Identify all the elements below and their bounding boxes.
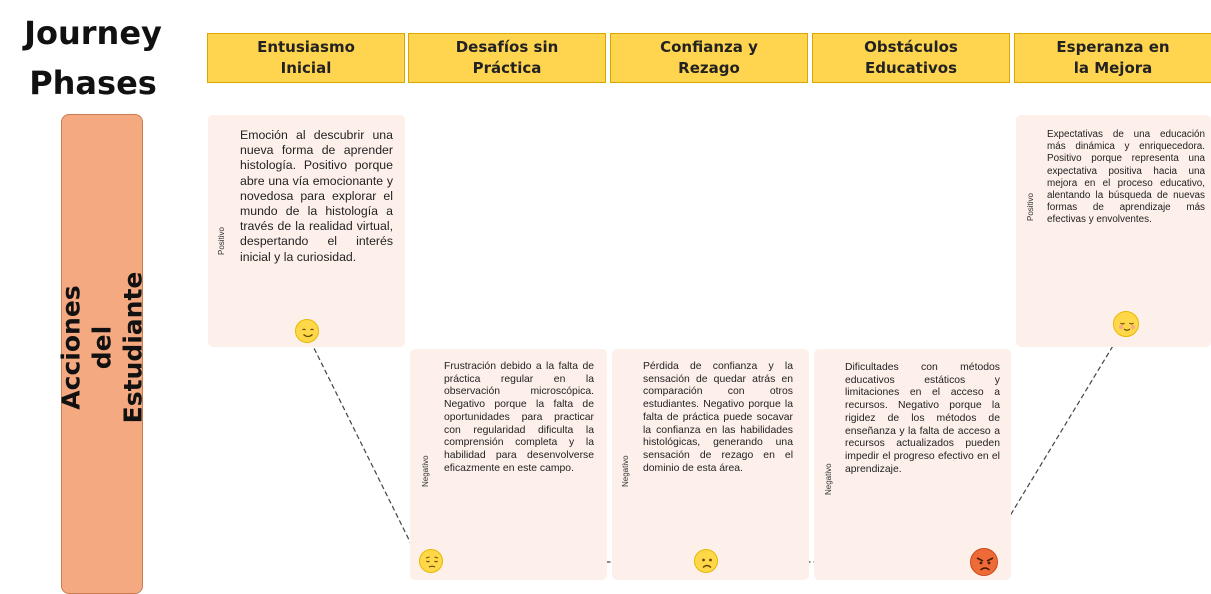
sentiment-tag: Positivo bbox=[1026, 192, 1035, 221]
card-text: Dificultades con métodos educativos está… bbox=[845, 362, 1000, 475]
phase-obstaculos-educativos: Obstáculos Educativos bbox=[812, 33, 1010, 83]
journey-card-desafios: Negativo Frustración debido a la falta d… bbox=[410, 349, 607, 580]
sentiment-tag: Negativo bbox=[621, 455, 630, 487]
card-text: Expectativas de una educación más dinámi… bbox=[1047, 129, 1205, 226]
phase-confianza-y-rezago: Confianza y Rezago bbox=[610, 33, 808, 83]
journey-card-esperanza: Positivo Expectativas de una educación m… bbox=[1016, 115, 1211, 347]
frowning-face-icon bbox=[694, 549, 718, 573]
journey-card-obstaculos: Negativo Dificultades con métodos educat… bbox=[814, 349, 1011, 580]
pensive-face-icon bbox=[419, 549, 443, 573]
card-text: Emoción al descubrir una nueva forma de … bbox=[240, 128, 393, 264]
phase-desafios-sin-practica: Desafíos sin Práctica bbox=[408, 33, 606, 83]
phase-esperanza-en-la-mejora: Esperanza en la Mejora bbox=[1014, 33, 1211, 83]
phase-entusiasmo-inicial: Entusiasmo Inicial bbox=[207, 33, 405, 83]
card-text: Frustración debido a la falta de práctic… bbox=[444, 361, 594, 474]
smiling-face-icon bbox=[295, 319, 319, 343]
sentiment-tag: Negativo bbox=[421, 455, 430, 487]
sentiment-tag: Negativo bbox=[824, 463, 833, 495]
journey-card-confianza: Negativo Pérdida de confianza y la sensa… bbox=[612, 349, 809, 580]
card-text: Pérdida de confianza y la sensación de q… bbox=[643, 361, 793, 474]
angry-face-icon bbox=[970, 548, 998, 576]
lane-header bbox=[61, 114, 143, 594]
page-title: Journey Phases bbox=[24, 14, 162, 102]
relieved-face-icon bbox=[1113, 311, 1139, 337]
sentiment-tag: Positivo bbox=[217, 226, 226, 255]
journey-card-entusiasmo: Positivo Emoción al descubrir una nueva … bbox=[208, 115, 405, 347]
